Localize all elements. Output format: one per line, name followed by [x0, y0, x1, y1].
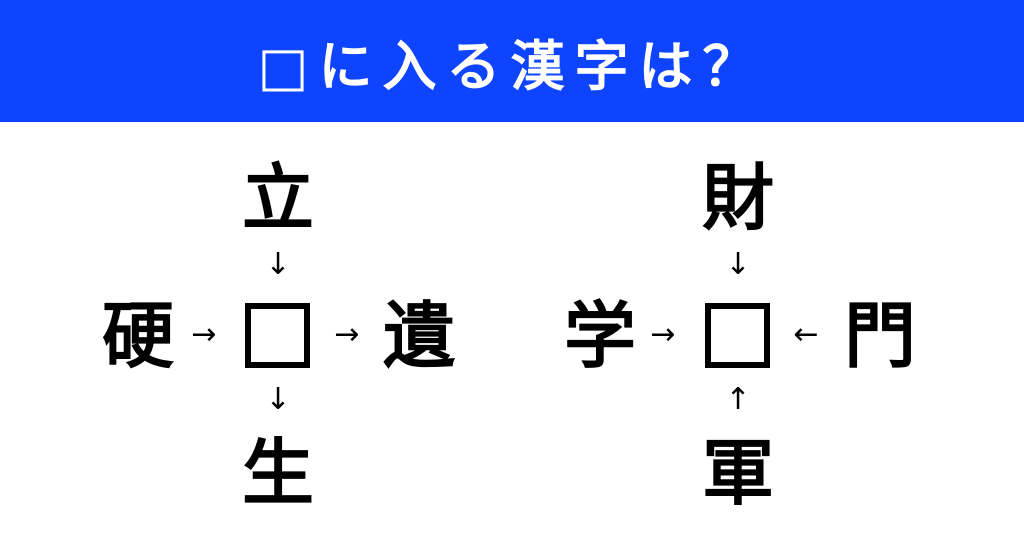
arrow-up-icon: ↑ — [725, 382, 751, 417]
page-title: □に入る漢字は？ — [257, 34, 767, 98]
kanji-bottom: 軍 — [701, 431, 774, 515]
kanji-right: 門 — [843, 294, 916, 378]
arrow-right-icon: → — [191, 317, 217, 352]
arrow-right-icon: → — [650, 317, 676, 352]
header-banner: □に入る漢字は？ — [0, 0, 1024, 122]
kanji-bottom: 生 — [241, 431, 314, 515]
arrow-down-icon: ↓ — [725, 247, 751, 282]
kanji-top: 立 — [241, 156, 314, 240]
arrow-down-icon: ↓ — [265, 247, 291, 282]
kanji-right: 遺 — [382, 294, 455, 378]
arrow-down-icon: ↓ — [265, 382, 291, 417]
arrow-right-icon: → — [334, 317, 360, 352]
answer-box — [245, 303, 310, 368]
kanji-left: 硬 — [101, 294, 174, 378]
answer-box — [705, 303, 770, 368]
kanji-left: 学 — [563, 294, 636, 378]
arrow-left-icon: ← — [793, 317, 819, 352]
kanji-top: 財 — [701, 156, 774, 240]
